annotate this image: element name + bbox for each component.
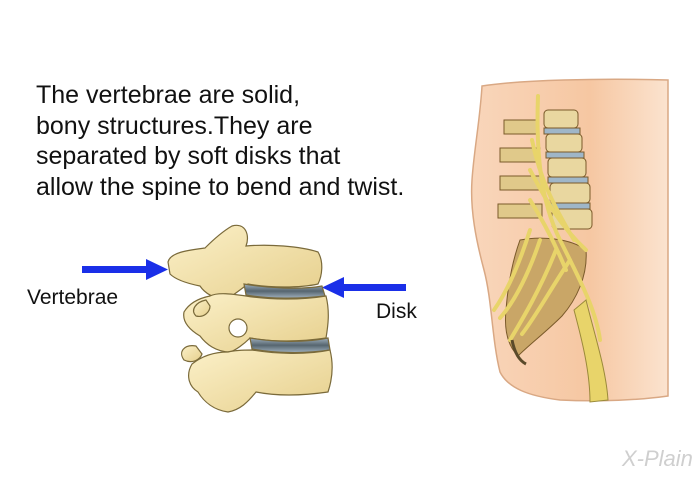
vertebrae-label: Vertebrae xyxy=(27,286,119,309)
vertebrae-section-image xyxy=(167,224,333,413)
description-line: The vertebrae are solid, xyxy=(36,81,301,109)
disk-label: Disk xyxy=(376,300,417,323)
lumbar-spine-image xyxy=(470,78,669,403)
description-text: The vertebrae are solid, bony structures… xyxy=(36,80,466,202)
description-line: separated by soft disks that xyxy=(36,142,341,170)
description-line: bony structures.They are xyxy=(36,111,313,140)
vertebrae-arrow xyxy=(82,259,168,280)
x-plain-logo: X-Plain xyxy=(622,446,693,471)
description-line: allow the spine to bend and twist. xyxy=(36,172,405,201)
disk-arrow xyxy=(322,277,406,298)
